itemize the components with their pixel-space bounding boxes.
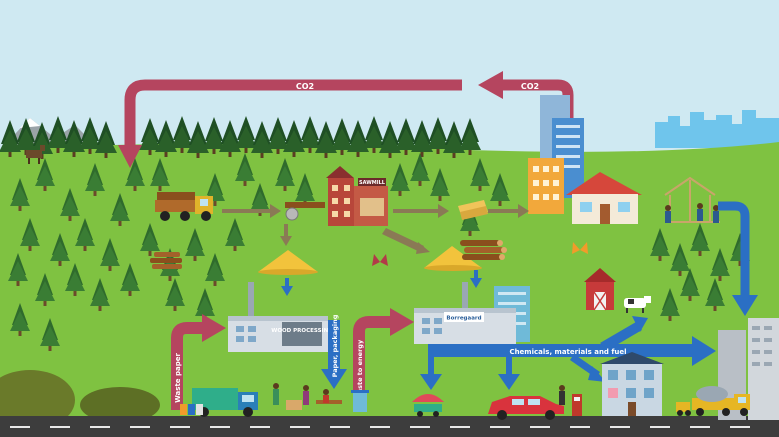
chemicals-label: Chemicals, materials and fuel [509,348,626,356]
construction-workers [665,203,719,223]
butterfly-icon [572,242,588,254]
log-pile [150,252,182,269]
road-markings [10,426,750,428]
co2-label-left: CO2 [296,82,314,91]
paper-packaging-arrow [321,320,347,389]
log-stack [460,240,507,260]
city-skyline [655,110,779,148]
townhouse [600,352,664,416]
co2-arrow-top [118,79,462,168]
recycle-bin [351,390,369,412]
house [566,172,642,224]
waste-paper-arrow [171,314,226,410]
arrow-to-borregaard [470,270,482,288]
co2-label-right: CO2 [521,82,539,91]
wood-processing-factory [228,282,328,352]
sawdust-pile [424,246,482,271]
wood-processing-sign: WOOD PROCESSING [271,328,333,334]
paper-packaging-label: Paper, packaging [331,314,339,377]
cow [624,296,651,313]
lumber-planks [458,200,488,220]
arrow-construction-down [718,201,758,316]
people-with-packaging [273,383,342,410]
arrow-to-sawdust [280,224,430,254]
construction-vehicle [676,402,691,416]
food-cart [412,394,444,417]
butterfly-icon [372,254,388,266]
fuel-pump [572,394,582,416]
sawmill-sign: SAWMILL [359,180,386,186]
elk [26,145,45,164]
process-arrows [222,204,529,218]
cement-truck [692,386,750,416]
red-car [488,396,564,420]
bush [80,387,160,423]
sawmill-building [326,166,388,226]
apartment-building [528,158,564,214]
recycling-bins [180,404,203,415]
skyscrapers [718,318,779,420]
borregaard-sign: Borregaard [446,316,481,322]
borregaard-factory [414,282,530,344]
waste-to-energy-arrow [353,308,414,406]
waste-paper-label: Waste paper [174,353,182,403]
person [559,385,565,405]
waste-to-energy-label: Waste to energy [356,339,364,400]
co2-arrow-right [478,71,574,122]
saw-station [285,202,325,221]
arrow-to-wood-processing [281,278,293,296]
sawdust-pile [258,250,318,275]
log-truck [155,192,213,221]
bush [0,370,75,430]
barn [584,268,616,311]
